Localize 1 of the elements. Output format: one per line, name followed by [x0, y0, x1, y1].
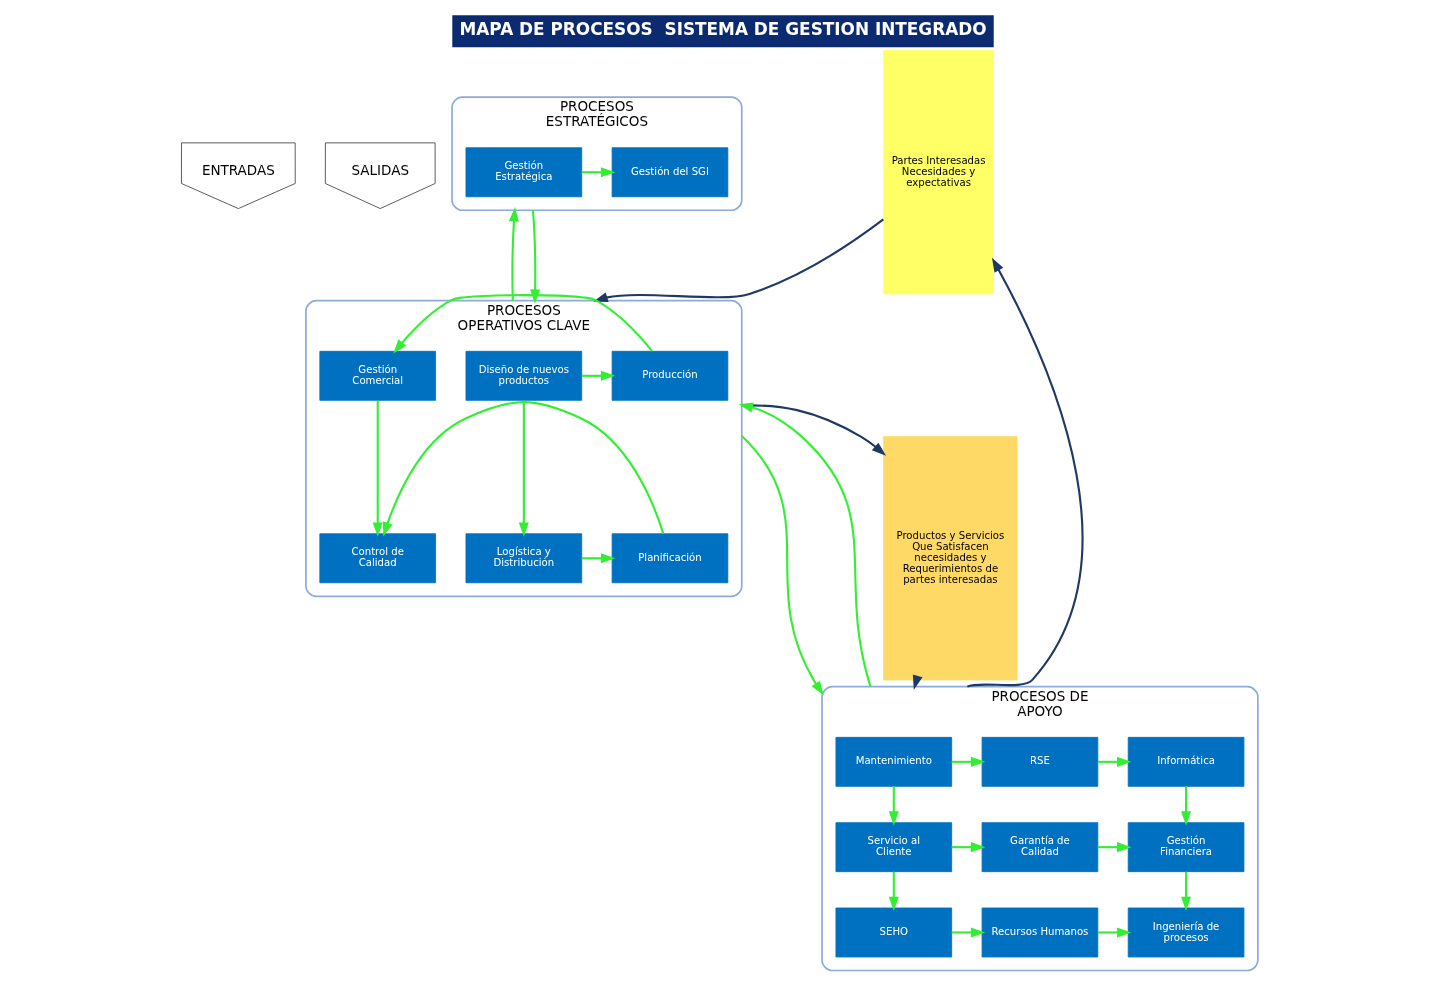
diagram-title: MAPA DE PROCESOS SISTEMA DE GESTION INTEGRADO — [459, 18, 987, 39]
